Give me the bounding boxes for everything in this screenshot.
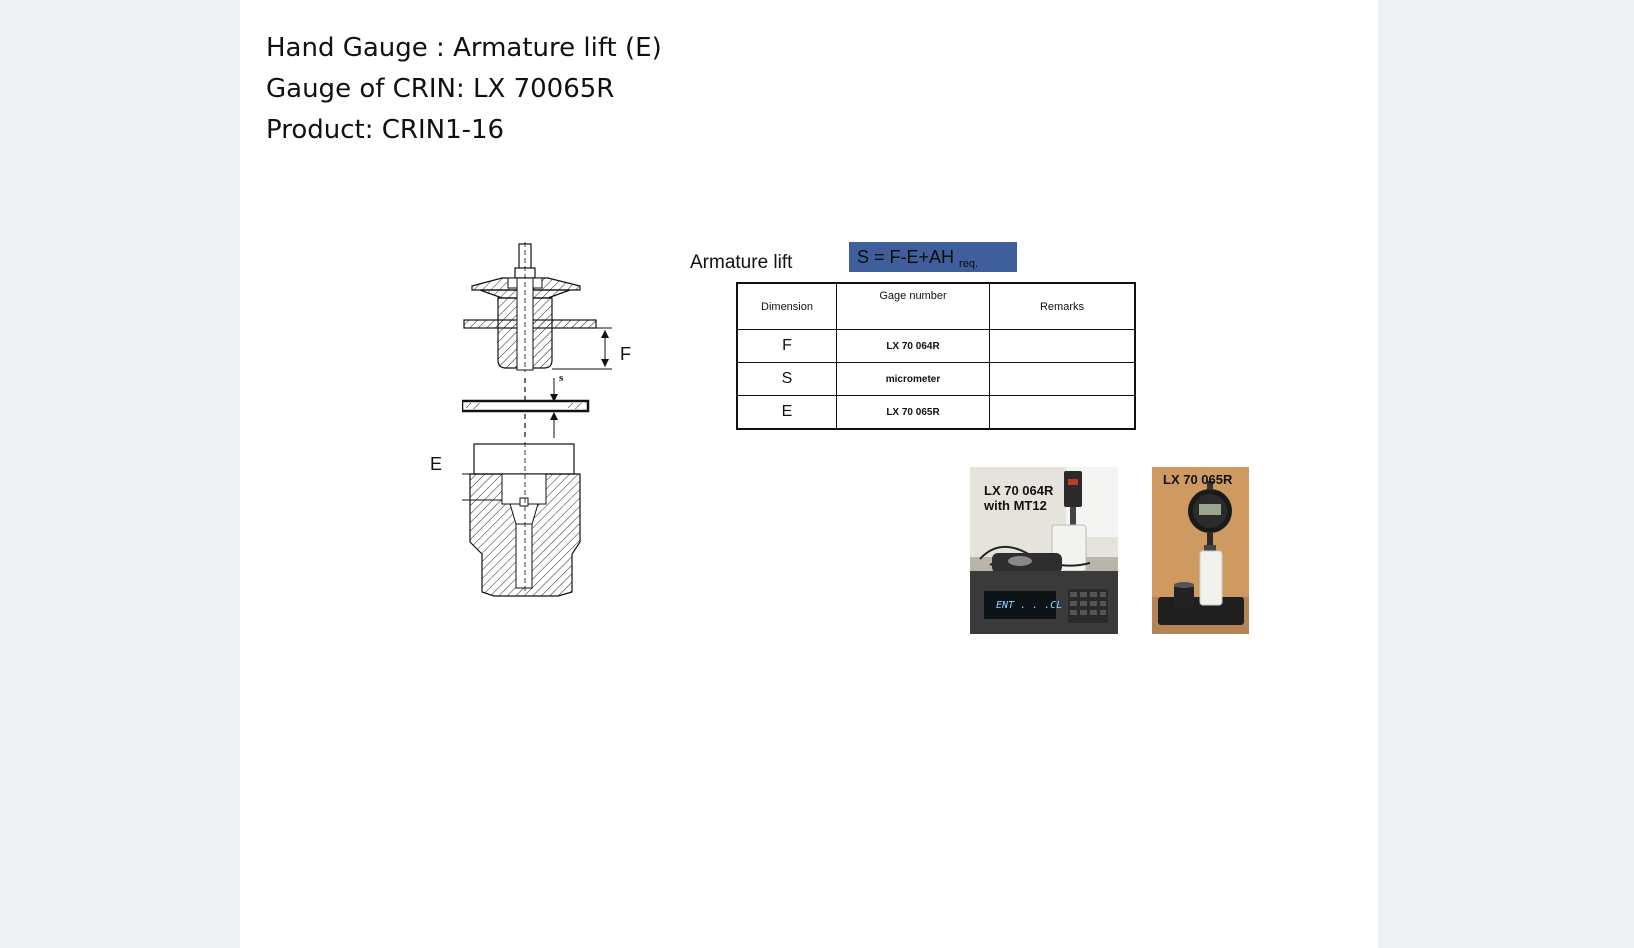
- shim: [462, 399, 590, 413]
- table-cell-dimension: F: [736, 329, 837, 363]
- table-row: E LX 70 065R: [736, 395, 1136, 430]
- table-header: Dimension: [736, 282, 837, 330]
- document-page: Hand Gauge : Armature lift (E) Gauge of …: [240, 0, 1378, 948]
- photo-gauge-with-mt12: LX 70 064R with MT12 ENT . . .CL: [970, 467, 1118, 634]
- dimension-s-marker: [550, 378, 558, 438]
- table-header-row: Dimension Gage number Remarks: [736, 282, 1136, 330]
- title-line-3: Product: CRIN1-16: [266, 115, 505, 145]
- dimension-f-marker: [552, 327, 612, 370]
- dimension-table: Dimension Gage number Remarks F LX 70 06…: [736, 282, 1136, 430]
- label-f: F: [620, 344, 631, 364]
- table-cell-remarks: [989, 362, 1136, 396]
- title-line-2: Gauge of CRIN: LX 70065R: [266, 74, 615, 104]
- injector-section-drawing: [462, 242, 612, 597]
- table-row: S micrometer: [736, 362, 1136, 396]
- valve-body: [469, 442, 581, 597]
- armature-lift-figure: F E s Armature lift S = F-E+AH req. Dime…: [430, 242, 1392, 642]
- dimension-e-marker: [462, 473, 502, 501]
- table-header: Remarks: [989, 282, 1136, 330]
- table-cell-dimension: S: [736, 362, 837, 396]
- photo1-caption-line-2: with MT12: [984, 498, 1047, 513]
- table-cell-remarks: [989, 395, 1136, 430]
- table-cell-dimension: E: [736, 395, 837, 430]
- label-s: s: [559, 372, 564, 384]
- formula-subscript: req.: [959, 258, 979, 270]
- formula-box: S = F-E+AH req.: [849, 242, 1017, 272]
- table-row: F LX 70 064R: [736, 329, 1136, 363]
- table-cell-remarks: [989, 329, 1136, 363]
- photo-gauge-lx70065r: LX 70 065R: [1152, 467, 1249, 634]
- title-line-1: Hand Gauge : Armature lift (E): [266, 33, 662, 63]
- table-cell-gage: LX 70 064R: [836, 329, 990, 363]
- display-readout: ENT . . .CL: [996, 600, 1063, 611]
- armature-lift-label: Armature lift: [690, 252, 793, 273]
- label-e: E: [430, 454, 443, 474]
- photo2-caption: LX 70 065R: [1163, 472, 1233, 487]
- photo1-caption-line-1: LX 70 064R: [984, 483, 1054, 498]
- table-cell-gage: LX 70 065R: [836, 395, 990, 430]
- table-cell-gage: micrometer: [836, 362, 990, 396]
- armature-assembly: [463, 242, 597, 372]
- formula-main: S = F-E+AH: [857, 247, 955, 267]
- table-header: Gage number: [836, 282, 990, 330]
